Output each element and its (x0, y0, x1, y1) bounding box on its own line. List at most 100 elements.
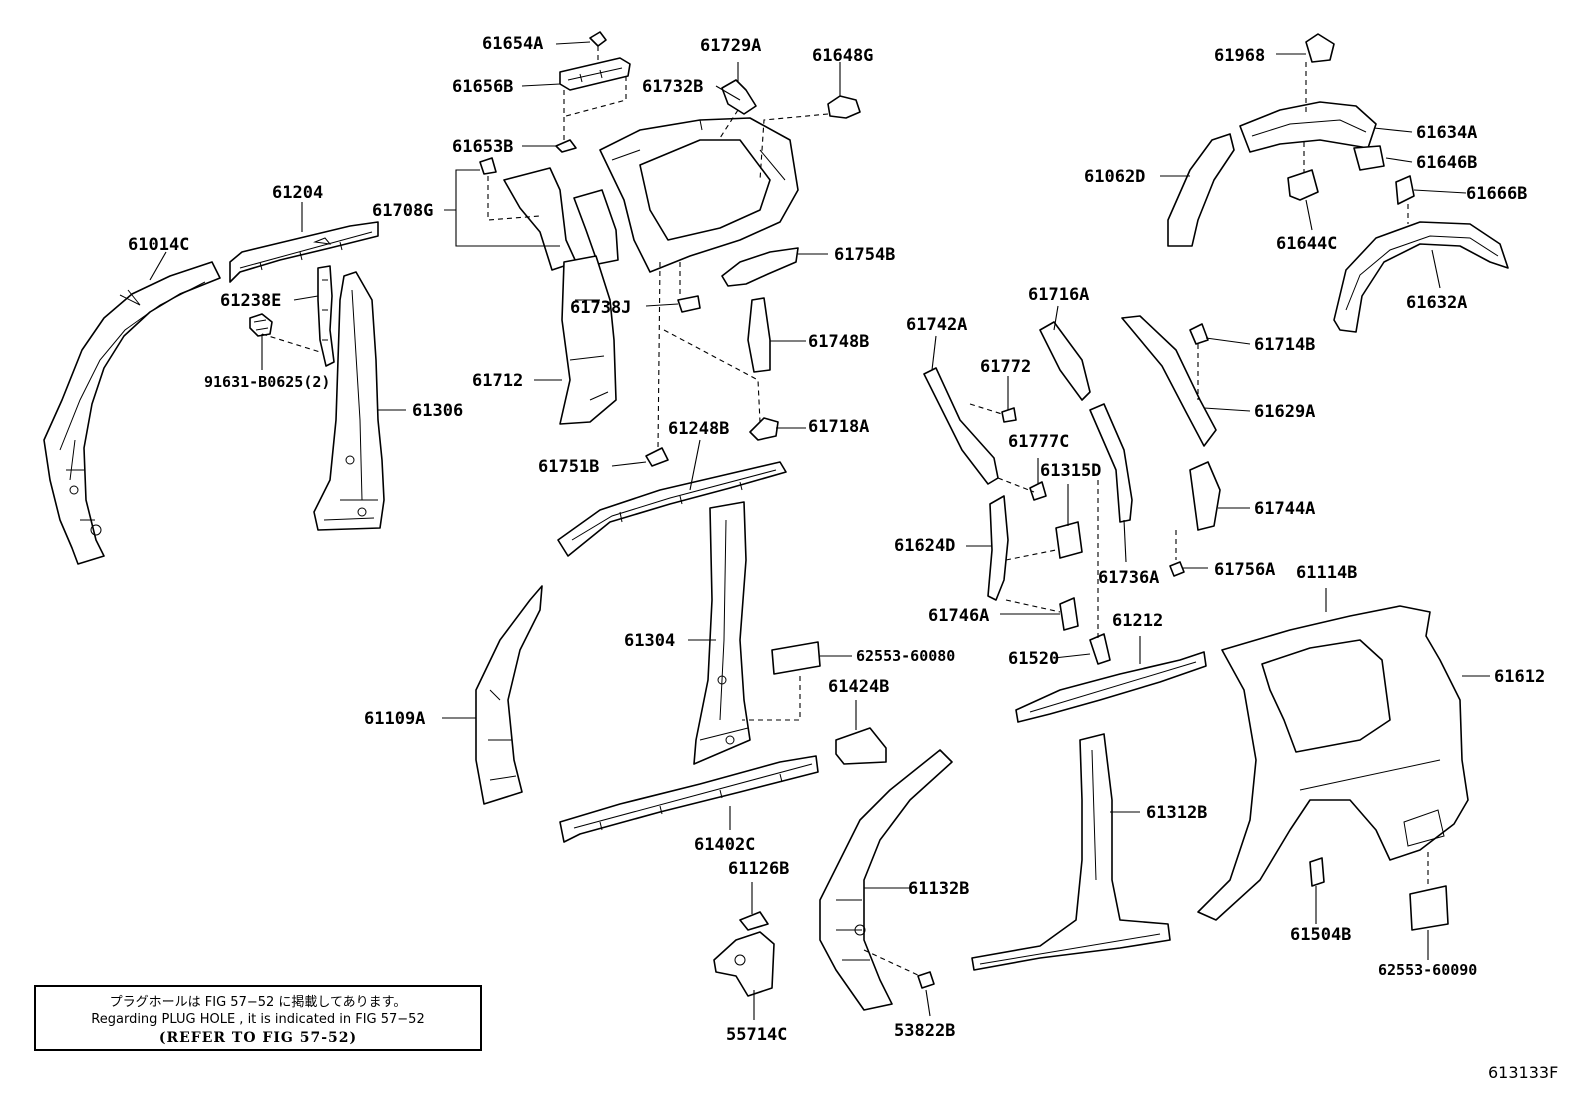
label-61424B[interactable]: 61424B (828, 677, 889, 697)
part-61238E-bracket[interactable] (317, 265, 335, 367)
part-61968-bracket[interactable] (1305, 33, 1335, 63)
part-61751B-clip[interactable] (645, 447, 669, 467)
part-61634A-wheelhouse-inner[interactable] (1239, 101, 1377, 153)
part-61772-clip[interactable] (1001, 407, 1017, 423)
part-61654A-clip[interactable] (589, 31, 607, 47)
label-61062D[interactable]: 61062D (1084, 167, 1145, 187)
part-61402C-rocker-panel[interactable] (559, 755, 819, 843)
note-line-reference[interactable]: (REFER TO FIG 57-52) (158, 1030, 358, 1046)
label-61718A[interactable]: 61718A (808, 417, 869, 437)
part-61746A-clip[interactable] (1059, 597, 1079, 631)
part-61644C-bracket[interactable] (1287, 169, 1319, 201)
label-61248B[interactable]: 61248B (668, 419, 729, 439)
label-61751B[interactable]: 61751B (538, 457, 599, 477)
label-61629A[interactable]: 61629A (1254, 402, 1315, 422)
label-61714B[interactable]: 61714B (1254, 335, 1315, 355)
label-61612[interactable]: 61612 (1494, 667, 1545, 687)
part-61656B-bracket[interactable] (559, 57, 631, 91)
part-61738J-clip[interactable] (677, 295, 701, 313)
label-61754B[interactable]: 61754B (834, 245, 895, 265)
label-61312B[interactable]: 61312B (1146, 803, 1207, 823)
part-61648G-bracket[interactable] (827, 95, 861, 119)
label-61212[interactable]: 61212 (1112, 611, 1163, 631)
label-61756A[interactable]: 61756A (1214, 560, 1275, 580)
part-53822B-plug[interactable] (917, 971, 935, 989)
part-61612-quarter-panel[interactable] (1197, 605, 1469, 921)
part-61714B-clip[interactable] (1189, 323, 1209, 345)
label-62553-60080[interactable]: 62553-60080 (856, 647, 955, 665)
label-61744A[interactable]: 61744A (1254, 499, 1315, 519)
part-61306-center-pillar[interactable] (313, 271, 385, 531)
label-61126B[interactable]: 61126B (728, 859, 789, 879)
label-61402C[interactable]: 61402C (694, 835, 755, 855)
label-61666B[interactable]: 61666B (1466, 184, 1527, 204)
part-61304-center-pillar[interactable] (693, 501, 751, 765)
label-61634A[interactable]: 61634A (1416, 123, 1477, 143)
part-61729A-bracket[interactable] (721, 79, 757, 115)
label-61646B[interactable]: 61646B (1416, 153, 1477, 173)
label-61772[interactable]: 61772 (980, 357, 1031, 377)
part-55714C-bracket[interactable] (713, 931, 775, 997)
label-61624D[interactable]: 61624D (894, 536, 955, 556)
label-61654A[interactable]: 61654A (482, 34, 543, 54)
label-61306[interactable]: 61306 (412, 401, 463, 421)
part-61624D-brace[interactable] (987, 495, 1009, 601)
label-61520[interactable]: 61520 (1008, 649, 1059, 669)
part-61754B-bracket[interactable] (721, 247, 799, 287)
label-61777C[interactable]: 61777C (1008, 432, 1069, 452)
part-61132B-front-pillar[interactable] (819, 749, 953, 1011)
label-61736A[interactable]: 61736A (1098, 568, 1159, 588)
label-61504B[interactable]: 61504B (1290, 925, 1351, 945)
part-61742A-brace[interactable] (923, 367, 999, 485)
part-62553-60080-pad[interactable] (771, 641, 821, 675)
part-61666B-clip[interactable] (1395, 175, 1415, 205)
label-61014C[interactable]: 61014C (128, 235, 189, 255)
part-61014C-front-pillar-outer[interactable] (43, 261, 221, 565)
label-91631[interactable]: 91631-B0625(2) (204, 373, 330, 391)
part-61504B-bracket[interactable] (1309, 857, 1325, 887)
label-61315D[interactable]: 61315D (1040, 461, 1101, 481)
part-61315D-bracket[interactable] (1055, 521, 1083, 559)
label-61716A[interactable]: 61716A (1028, 285, 1089, 305)
part-61312B-pillar[interactable] (971, 733, 1171, 971)
part-61718A-bracket[interactable] (749, 417, 779, 441)
part-61756A-clip[interactable] (1169, 561, 1185, 577)
part-91631-bolt[interactable] (249, 313, 273, 337)
label-61109A[interactable]: 61109A (364, 709, 425, 729)
label-61746A[interactable]: 61746A (928, 606, 989, 626)
label-62553-60090[interactable]: 62553-60090 (1378, 961, 1477, 979)
part-61632A-wheelhouse-outer[interactable] (1333, 221, 1509, 333)
part-61629A-brace[interactable] (1121, 315, 1217, 447)
label-61644C[interactable]: 61644C (1276, 234, 1337, 254)
label-61656B[interactable]: 61656B (452, 77, 513, 97)
part-61708G-reinforcement[interactable] (479, 157, 619, 271)
label-61738J[interactable]: 61738J (570, 298, 631, 318)
label-61238E[interactable]: 61238E (220, 291, 281, 311)
label-55714C[interactable]: 55714C (726, 1025, 787, 1045)
part-61204-roof-side-rail[interactable] (229, 221, 379, 283)
part-61744A-bracket[interactable] (1189, 461, 1221, 531)
label-61304[interactable]: 61304 (624, 631, 675, 651)
part-61212-roof-rail-rear[interactable] (1015, 651, 1207, 723)
part-61520-clip[interactable] (1089, 633, 1111, 665)
label-61732B[interactable]: 61732B (642, 77, 703, 97)
part-61062D-wheelhouse-front[interactable] (1167, 133, 1235, 247)
label-53822B[interactable]: 53822B (894, 1021, 955, 1041)
label-61653B[interactable]: 61653B (452, 137, 513, 157)
part-61716A-brace[interactable] (1039, 321, 1091, 401)
part-61646B-bracket[interactable] (1353, 145, 1385, 171)
label-61632A[interactable]: 61632A (1406, 293, 1467, 313)
part-61736A-brace[interactable] (1089, 403, 1133, 523)
part-61748B-brace[interactable] (747, 297, 771, 373)
label-61648G[interactable]: 61648G (812, 46, 873, 66)
part-61712-panel[interactable] (559, 255, 617, 425)
label-61114B[interactable]: 61114B (1296, 563, 1357, 583)
part-61653B-clip[interactable] (555, 139, 577, 153)
label-61204[interactable]: 61204 (272, 183, 323, 203)
label-61708G[interactable]: 61708G (372, 201, 433, 221)
label-61729A[interactable]: 61729A (700, 36, 761, 56)
part-61424B-bracket[interactable] (835, 727, 887, 765)
label-61132B[interactable]: 61132B (908, 879, 969, 899)
part-61126B-clip[interactable] (739, 911, 769, 931)
label-61968[interactable]: 61968 (1214, 46, 1265, 66)
